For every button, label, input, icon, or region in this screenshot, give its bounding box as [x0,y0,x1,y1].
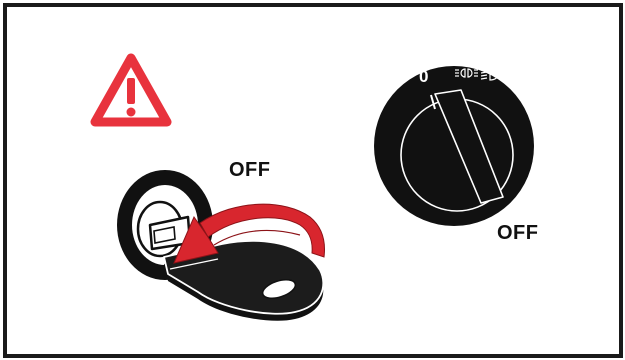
light-switch-position-zero: 0 [419,67,428,86]
ignition-lock-illustration [110,165,335,340]
warning-triangle-icon [90,52,172,132]
ignition-state-label: OFF [229,159,271,182]
light-switch-knob: 0 [363,60,548,230]
light-switch-state-label: OFF [497,222,539,245]
